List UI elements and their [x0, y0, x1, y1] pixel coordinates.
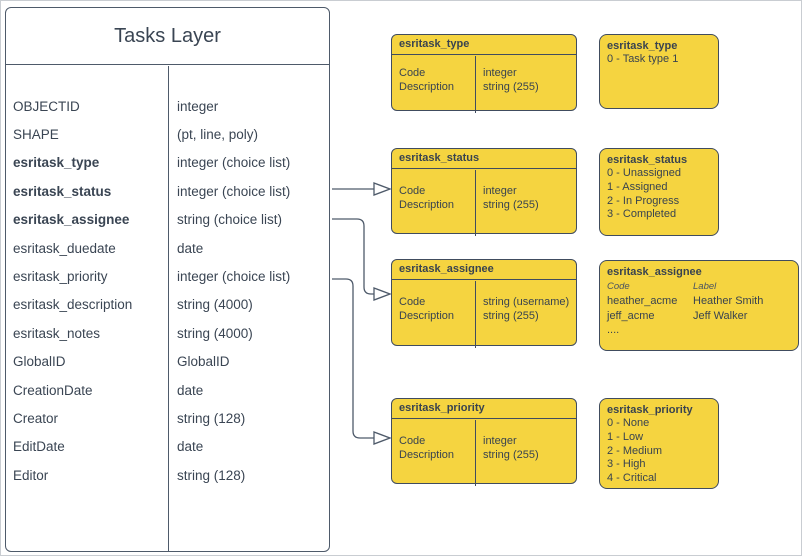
value-item: 4 - Critical	[607, 472, 657, 485]
arrowhead-assignee	[373, 287, 392, 301]
domain-table-title: esritask_assignee	[392, 260, 576, 280]
value-row: jeff_acme Jeff Walker	[607, 310, 748, 322]
value-list-title: esritask_type	[607, 40, 678, 52]
value-list-esritask-priority: esritask_priority 0 - None 1 - Low 2 - M…	[599, 398, 719, 489]
domain-column-divider	[475, 55, 477, 113]
value-item: 0 - None	[607, 417, 650, 429]
arrowhead-status	[373, 182, 392, 196]
value-row: heather_acme Heather Smith	[607, 295, 764, 307]
field-row-shape: SHAPE(pt, line, poly)	[13, 127, 259, 143]
value-list-title: esritask_priority	[607, 404, 693, 416]
value-list-title: esritask_assignee	[607, 266, 702, 278]
connector-assignee	[332, 218, 374, 295]
domain-column-divider	[475, 169, 477, 236]
value-item: 3 - Completed	[607, 208, 677, 221]
value-list-ellipsis: ....	[607, 324, 620, 336]
connector-priority	[332, 278, 374, 439]
table-title: Tasks Layer	[6, 8, 329, 65]
value-list-esritask-assignee: esritask_assignee Code Label heather_acm…	[599, 260, 799, 351]
column-divider	[168, 66, 170, 551]
value-item: 0 - Unassigned	[607, 167, 681, 179]
value-item: 1 - Low	[607, 430, 644, 443]
value-item: 2 - Medium	[607, 444, 663, 457]
value-list-esritask-status: esritask_status 0 - Unassigned 1 - Assig…	[599, 148, 719, 236]
domain-table-title: esritask_type	[392, 35, 576, 55]
domain-column-divider	[475, 419, 477, 486]
value-item: 0 - Task type 1	[607, 53, 679, 65]
value-item: 1 - Assigned	[607, 180, 668, 193]
value-list-title: esritask_status	[607, 154, 688, 166]
value-list-column-headers: Code Label	[607, 281, 717, 292]
domain-column-divider	[475, 280, 477, 348]
arrowhead-priority	[373, 431, 392, 445]
domain-table-title: esritask_priority	[392, 399, 576, 419]
value-item: 2 - In Progress	[607, 194, 680, 207]
value-item: 3 - High	[607, 458, 646, 471]
domain-table-title: esritask_status	[392, 149, 576, 169]
value-list-esritask-type: esritask_type 0 - Task type 1	[599, 34, 719, 109]
